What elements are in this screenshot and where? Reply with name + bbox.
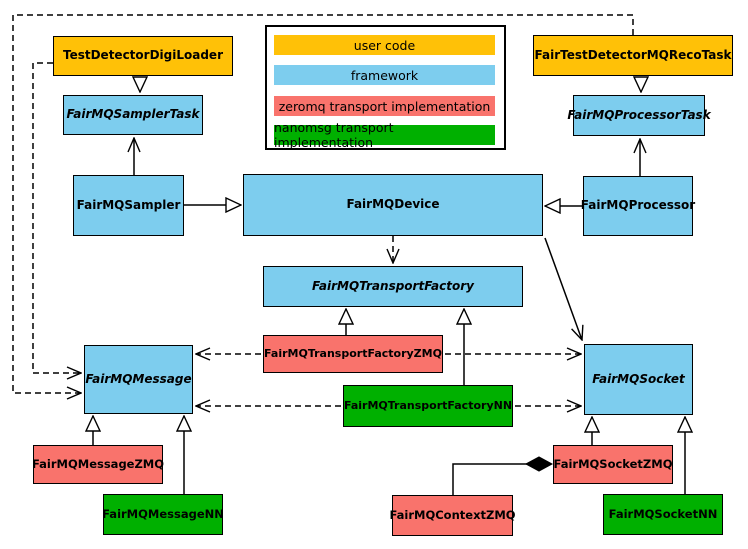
legend-item-framework: framework bbox=[274, 65, 495, 85]
legend-item-zeromq: zeromq transport implementation bbox=[274, 96, 495, 116]
class-fairmq-message-zmq: FairMQMessageZMQ bbox=[32, 445, 164, 484]
legend-box: user code framework zeromq transport imp… bbox=[265, 25, 506, 150]
class-fairmq-processor-task: FairMQProcessorTask bbox=[567, 95, 711, 136]
edge-contextzmq-socketzmq bbox=[452, 463, 527, 495]
legend-item-nanomsg: nanomsg transport implementation bbox=[274, 120, 495, 150]
edge-device-socket bbox=[544, 237, 582, 340]
class-fairmq-message-nn: FairMQMessageNN bbox=[102, 494, 224, 535]
class-fairmq-transport-factory: FairMQTransportFactory bbox=[263, 266, 523, 307]
class-fairmq-sampler: FairMQSampler bbox=[73, 175, 184, 236]
class-fairmq-device: FairMQDevice bbox=[243, 174, 543, 236]
class-fairmq-transport-factory-nn: FairMQTransportFactoryNN bbox=[343, 385, 513, 427]
class-fairmq-sampler-task: FairMQSamplerTask bbox=[63, 95, 203, 135]
class-fairmq-processor: FairMQProcessor bbox=[581, 176, 695, 236]
class-fairmq-message: FairMQMessage bbox=[84, 345, 193, 414]
class-test-detector-digi-loader: TestDetectorDigiLoader bbox=[53, 36, 233, 76]
class-fairmq-socket: FairMQSocket bbox=[584, 344, 693, 415]
class-fairmq-transport-factory-zmq: FairMQTransportFactoryZMQ bbox=[263, 335, 443, 373]
class-fairmq-socket-zmq: FairMQSocketZMQ bbox=[553, 445, 673, 484]
legend-item-user-code: user code bbox=[274, 35, 495, 55]
class-fairmq-socket-nn: FairMQSocketNN bbox=[603, 494, 723, 535]
class-fair-test-detector-mq-reco-task: FairTestDetectorMQRecoTask bbox=[533, 35, 733, 76]
edge-digiloader-message bbox=[32, 62, 81, 373]
class-fairmq-context-zmq: FairMQContextZMQ bbox=[389, 495, 516, 536]
edge-recotask-message bbox=[12, 14, 634, 393]
composition-diamond bbox=[524, 456, 554, 472]
